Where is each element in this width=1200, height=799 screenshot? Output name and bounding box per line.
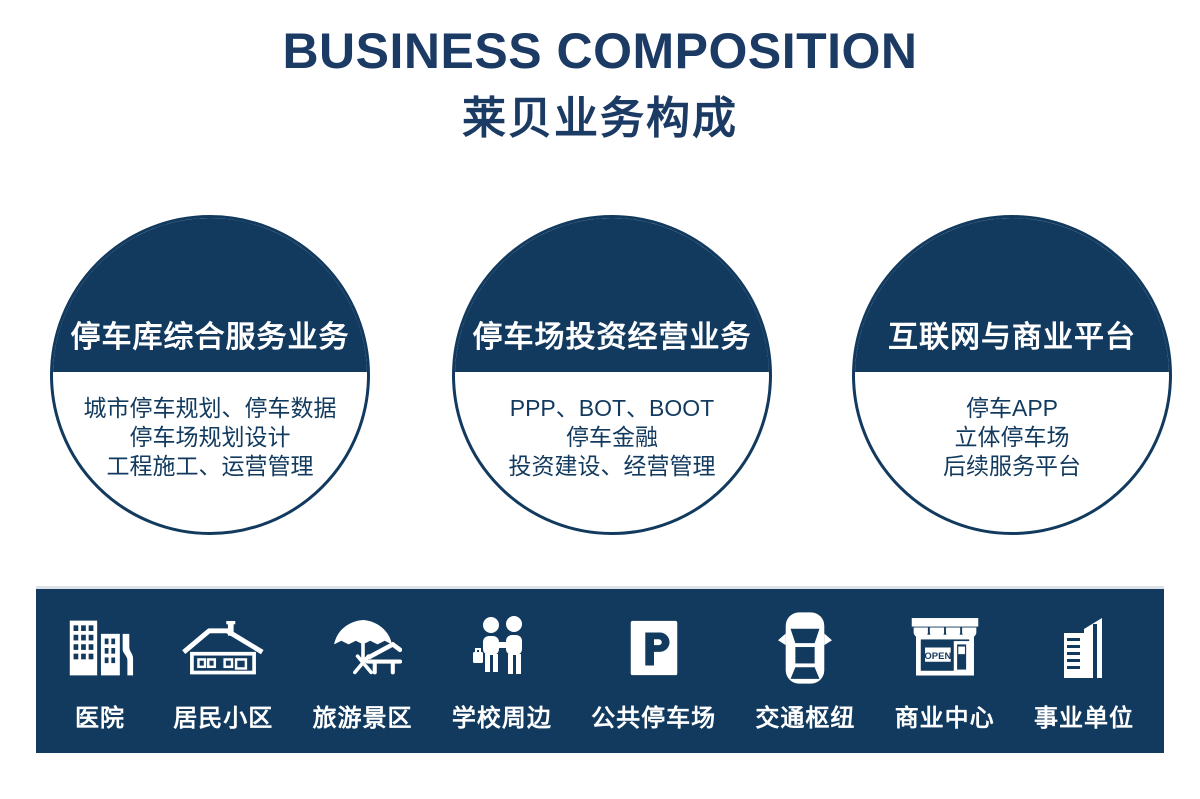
circle-header: 停车场投资经营业务 bbox=[455, 218, 769, 372]
scenario-school: 学校周边 bbox=[452, 610, 552, 733]
circle-details: 城市停车规划、停车数据 停车场规划设计 工程施工、运营管理 bbox=[53, 372, 367, 481]
scenario-label: 公共停车场 bbox=[591, 704, 717, 732]
scenario-hospital: 医院 bbox=[66, 610, 134, 733]
scenario-label: 事业单位 bbox=[1033, 704, 1134, 732]
storefront-open-icon: OPEN bbox=[907, 610, 983, 686]
car-top-icon bbox=[778, 610, 833, 686]
students-icon bbox=[470, 610, 534, 686]
scenario-tourist-area: 旅游景区 bbox=[313, 610, 413, 733]
business-circle-internet-platform: 互联网与商业平台 停车APP 立体停车场 后续服务平台 bbox=[852, 215, 1172, 535]
circle-title: 停车场投资经营业务 bbox=[472, 321, 752, 354]
detail-line: 停车场规划设计 bbox=[129, 424, 291, 450]
hospital-icon bbox=[66, 610, 134, 686]
detail-line: 投资建设、经营管理 bbox=[508, 453, 716, 479]
detail-line: 停车APP bbox=[965, 395, 1059, 421]
detail-line: 工程施工、运营管理 bbox=[106, 453, 314, 479]
scenario-commercial-center: OPEN 商业中心 bbox=[895, 610, 995, 733]
detail-line: PPP、BOT、BOOT bbox=[509, 395, 715, 421]
beach-umbrella-icon bbox=[324, 610, 402, 686]
circle-title: 互联网与商业平台 bbox=[888, 321, 1136, 354]
business-circle-garage-services: 停车库综合服务业务 城市停车规划、停车数据 停车场规划设计 工程施工、运营管理 bbox=[50, 215, 370, 535]
scenario-residential: 居民小区 bbox=[173, 610, 273, 733]
scenario-public-institution: 事业单位 bbox=[1034, 610, 1134, 733]
circle-title: 停车库综合服务业务 bbox=[70, 321, 350, 354]
scenario-transport-hub: 交通枢纽 bbox=[755, 610, 855, 733]
application-scenarios-bar: 医院 居民小区 bbox=[36, 589, 1164, 753]
circle-header: 互联网与商业平台 bbox=[855, 218, 1169, 372]
detail-line: 停车金融 bbox=[566, 424, 658, 450]
page-subtitle: 莱贝业务构成 bbox=[462, 94, 738, 143]
page-title: BUSINESS COMPOSITION bbox=[282, 23, 918, 79]
parking-sign-icon bbox=[623, 610, 685, 686]
detail-line: 后续服务平台 bbox=[943, 453, 1081, 479]
office-building-icon bbox=[1054, 610, 1114, 686]
house-icon bbox=[182, 610, 264, 686]
scenario-label: 交通枢纽 bbox=[755, 704, 856, 732]
circle-header: 停车库综合服务业务 bbox=[53, 218, 367, 372]
detail-line: 城市停车规划、停车数据 bbox=[83, 395, 337, 421]
scenario-label: 商业中心 bbox=[894, 704, 995, 732]
circle-details: PPP、BOT、BOOT 停车金融 投资建设、经营管理 bbox=[455, 372, 769, 481]
detail-line: 立体停车场 bbox=[954, 424, 1070, 450]
scenario-label: 居民小区 bbox=[173, 704, 274, 732]
scenario-label: 旅游景区 bbox=[312, 704, 413, 732]
circle-details: 停车APP 立体停车场 后续服务平台 bbox=[855, 372, 1169, 481]
scenario-public-parking: 公共停车场 bbox=[591, 610, 716, 733]
open-sign-text: OPEN bbox=[924, 651, 951, 662]
business-circle-investment-operation: 停车场投资经营业务 PPP、BOT、BOOT 停车金融 投资建设、经营管理 bbox=[452, 215, 772, 535]
scenario-label: 学校周边 bbox=[451, 704, 552, 732]
scenario-label: 医院 bbox=[75, 704, 125, 732]
